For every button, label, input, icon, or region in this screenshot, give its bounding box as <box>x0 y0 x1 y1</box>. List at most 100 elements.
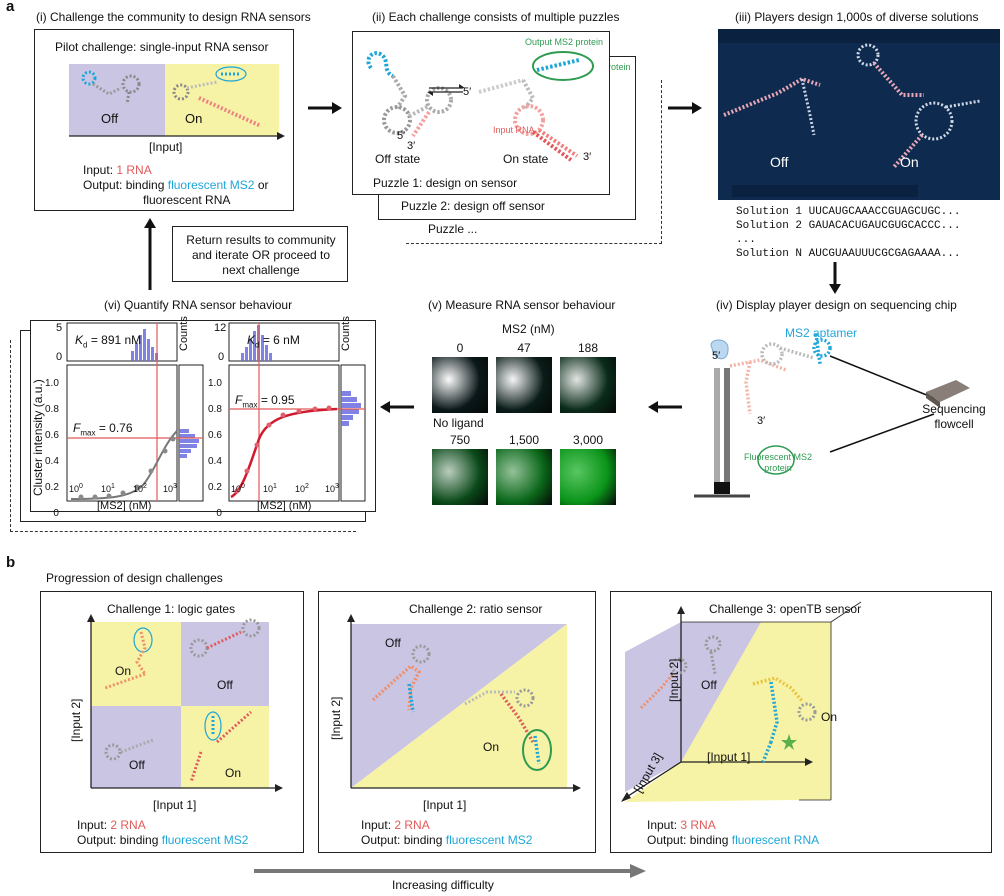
no-ligand-label: No ligand <box>433 416 484 430</box>
step-vi-title: (vi) Quantify RNA sensor behaviour <box>104 298 293 312</box>
c3-x-axis: [Input 1] <box>707 750 751 764</box>
fluor-image-188 <box>560 357 616 413</box>
left-kd-label: Kd = 891 nM <box>75 333 142 350</box>
cluster-intensity-ylabel: Cluster intensity (a.u.) <box>31 379 45 496</box>
c3-output-line: Output: binding fluorescent RNA <box>647 833 820 847</box>
arrow-iii-iv <box>829 262 841 294</box>
c2-x-axis: [Input 1] <box>423 798 467 812</box>
c2-on-label: On <box>483 740 500 754</box>
c3-on-label: On <box>821 710 838 724</box>
c1-x-axis: [Input 1] <box>153 798 197 812</box>
chip-five-prime: 5′ <box>712 350 721 362</box>
increasing-difficulty-label: Increasing difficulty <box>392 878 494 892</box>
challenge-2-title: Challenge 2: ratio sensor <box>409 602 543 616</box>
left-x-label: [MS2] (nM) <box>97 500 152 512</box>
panel-b-label: b <box>6 554 16 571</box>
conc-1500: 1,500 <box>508 433 540 447</box>
progression-subtitle: Progression of design challenges <box>46 571 223 585</box>
solution-ellipsis: ... <box>736 234 756 246</box>
panel-a-label: a <box>6 0 15 15</box>
right-hist-zero-tick: 0 <box>218 351 225 363</box>
conc-750: 750 <box>449 433 471 447</box>
input-axis-label: [Input] <box>149 140 183 154</box>
arrow-vi-i <box>144 218 156 290</box>
solution-1: Solution 1 UUCAUGCAAACCGUAGCUGC... <box>736 206 961 218</box>
puzzle-3-label: Puzzle ... <box>428 222 478 236</box>
game-screenshot: Off On <box>718 29 1000 200</box>
output-ms2-protein-label: Output MS2 protein <box>525 37 604 47</box>
off-rna-structure <box>81 70 141 105</box>
step-i-title: (i) Challenge the community to design RN… <box>36 10 311 24</box>
left-counts-label: Counts <box>178 316 190 351</box>
puzzle-3-card: Puzzle ... <box>406 80 662 244</box>
conc-188: 188 <box>577 341 599 355</box>
c3-y-axis: [Input 2] <box>667 658 681 702</box>
output-line: Output: binding fluorescent MS2 or <box>83 178 269 192</box>
step-i-sketch <box>69 66 285 140</box>
right-counts-label: Counts <box>340 316 352 351</box>
conc-0: 0 <box>456 341 464 355</box>
left-hist-zero-tick: 0 <box>56 351 63 363</box>
on-five-prime: 5′ <box>463 86 472 98</box>
c1-off-label-top: Off <box>217 678 233 692</box>
step-i-box: Pilot challenge: single-input RNA sensor… <box>34 29 294 211</box>
off-five-prime: 5′ <box>397 130 406 142</box>
protein-label-back: protein <box>603 62 631 72</box>
ms2-nm-header: MS2 (nM) <box>502 322 555 336</box>
off-three-prime: 3′ <box>407 140 416 152</box>
c1-y-axis: [Input 2] <box>69 698 83 742</box>
c3-sketch <box>621 601 862 802</box>
difficulty-arrow <box>254 864 646 878</box>
plot-card: 5 0 12 0 Kd = 891 nM Kd = 6 nM Fmax = 0.… <box>30 316 376 519</box>
arrow-ii-iii <box>668 102 702 114</box>
off-region <box>69 64 165 136</box>
arrow-i-ii <box>308 102 342 114</box>
right-fmax-label: Fmax = 0.95 <box>235 393 295 410</box>
return-results-text: Return results to community and iterate … <box>186 233 336 277</box>
left-hist-top-tick: 5 <box>56 322 63 334</box>
on-state-label: On state <box>503 152 549 166</box>
right-data-points <box>234 405 332 494</box>
left-fmax-label: Fmax = 0.76 <box>73 421 133 438</box>
fluor-image-47 <box>496 357 552 413</box>
step-ii-title: (ii) Each challenge consists of multiple… <box>372 10 620 24</box>
solution-2: Solution 2 GAUACACUGAUCGUGCACCC... <box>736 220 961 232</box>
on-three-prime: 3′ <box>583 151 592 163</box>
left-data-points <box>78 436 176 500</box>
puzzle-1-card: Output MS2 protein Input RNA 5′ 3′ 5′ 3′… <box>352 31 610 195</box>
on-region <box>165 64 279 136</box>
left-side-histogram <box>179 429 199 458</box>
c3-input-line: Input: 3 RNA <box>647 818 716 832</box>
input-line: Input: 1 RNA <box>83 163 152 177</box>
fluor-image-0 <box>432 357 488 413</box>
puzzle-1-label: Puzzle 1: design on sensor <box>373 176 518 190</box>
c1-output-line: Output: binding fluorescent MS2 <box>77 833 249 847</box>
sequencing-flowcell-label: Sequencing flowcell <box>922 402 986 431</box>
c2-input-line: Input: 2 RNA <box>361 818 430 832</box>
challenge-2-card: Challenge 2: ratio sensor Off On [Input … <box>318 591 596 853</box>
c1-off-label-bottom: Off <box>129 758 145 772</box>
c2-off-label: Off <box>385 636 401 650</box>
arrow-v-vi <box>380 401 414 413</box>
puzzle-2-label: Puzzle 2: design off sensor <box>401 199 545 213</box>
challenge-1-title: Challenge 1: logic gates <box>107 602 236 616</box>
challenge-3-title: Challenge 3: openTB sensor <box>709 602 862 616</box>
fluorescent-protein-label: Fluorescent MS2 protein <box>743 452 813 473</box>
puzzle-1-sketch <box>366 51 594 162</box>
right-kd-label: Kd = 6 nM <box>247 333 300 350</box>
ms2-aptamer-label: MS2 aptamer <box>785 326 858 340</box>
game-rna-designs <box>718 29 1000 197</box>
off-state-label: Off state <box>375 152 421 166</box>
c2-y-axis: [Input 2] <box>329 696 343 740</box>
sequencing-chip-sketch <box>694 333 970 498</box>
c1-on-label-top: On <box>115 664 132 678</box>
c1-input-line: Input: 2 RNA <box>77 818 146 832</box>
step-iii-title: (iii) Players design 1,000s of diverse s… <box>735 10 979 24</box>
on-state-structure <box>478 51 594 162</box>
c1-quad-on-bottom <box>181 706 269 788</box>
fluor-image-750 <box>432 449 488 505</box>
on-label: On <box>185 111 203 126</box>
input-rna-label: Input RNA <box>493 125 535 135</box>
right-x-label: [MS2] (nM) <box>257 500 312 512</box>
